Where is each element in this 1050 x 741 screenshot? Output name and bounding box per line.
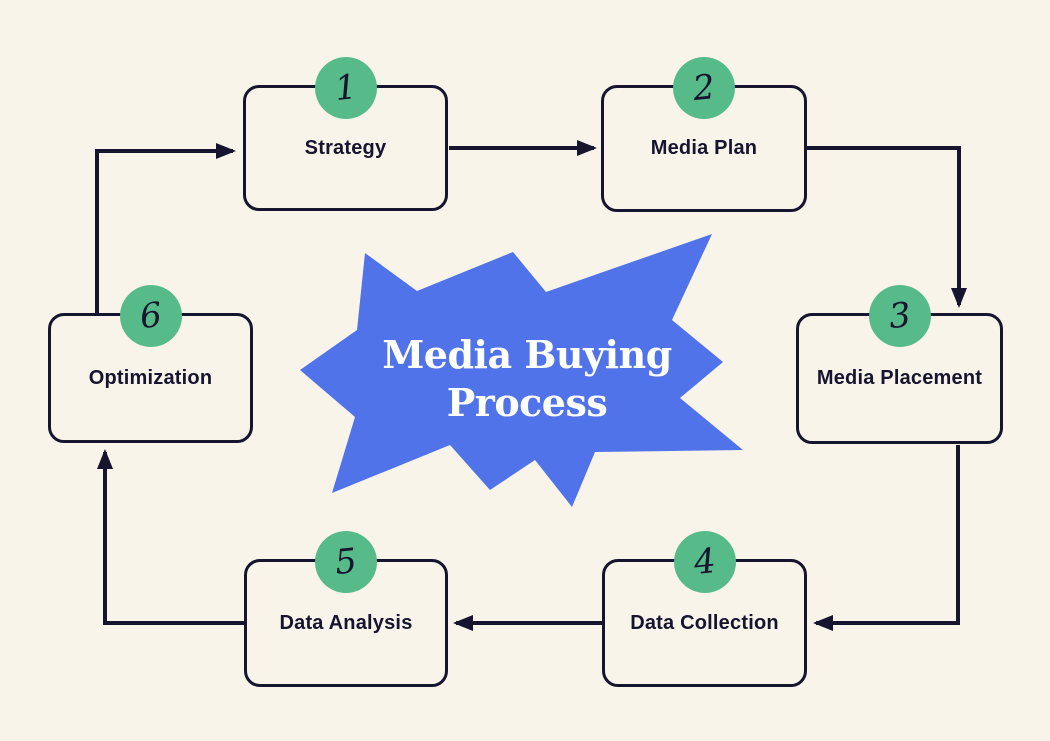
step-box-strategy: 1 Strategy xyxy=(243,57,448,211)
arrow-media-plan-to-media-placement xyxy=(807,146,967,308)
step-number-badge: 3 xyxy=(868,285,931,347)
step-label: Media Plan xyxy=(650,137,758,159)
step-label: Data Collection xyxy=(630,611,779,634)
diagram-title-line2: Process xyxy=(446,380,608,425)
arrow-optimization-to-strategy xyxy=(95,143,236,313)
step-number-badge: 2 xyxy=(673,57,735,119)
starburst-polygon xyxy=(300,234,743,507)
step-box-data-analysis: 5 Data Analysis xyxy=(244,531,448,687)
step-box-optimization: 6 Optimization xyxy=(48,285,253,443)
diagram-title: Media Buying Process xyxy=(327,331,727,427)
step-box-media-placement: 3 Media Placement xyxy=(796,285,1003,444)
step-number-badge: 4 xyxy=(673,531,736,593)
diagram-title-line1: Media Buying xyxy=(382,332,672,377)
step-box-data-collection: 4 Data Collection xyxy=(602,531,807,687)
step-label: Data Analysis xyxy=(279,611,413,634)
step-number-badge: 1 xyxy=(314,57,377,119)
step-box-media-plan: 2 Media Plan xyxy=(601,57,807,212)
step-label: Media Placement xyxy=(816,367,983,389)
step-number-badge: 6 xyxy=(119,285,182,347)
step-number-badge: 5 xyxy=(315,531,377,593)
arrow-data-analysis-to-optimization xyxy=(97,449,245,625)
step-label: Strategy xyxy=(304,136,387,159)
step-label: Optimization xyxy=(88,366,213,389)
arrow-media-placement-to-data-collection xyxy=(813,445,960,631)
